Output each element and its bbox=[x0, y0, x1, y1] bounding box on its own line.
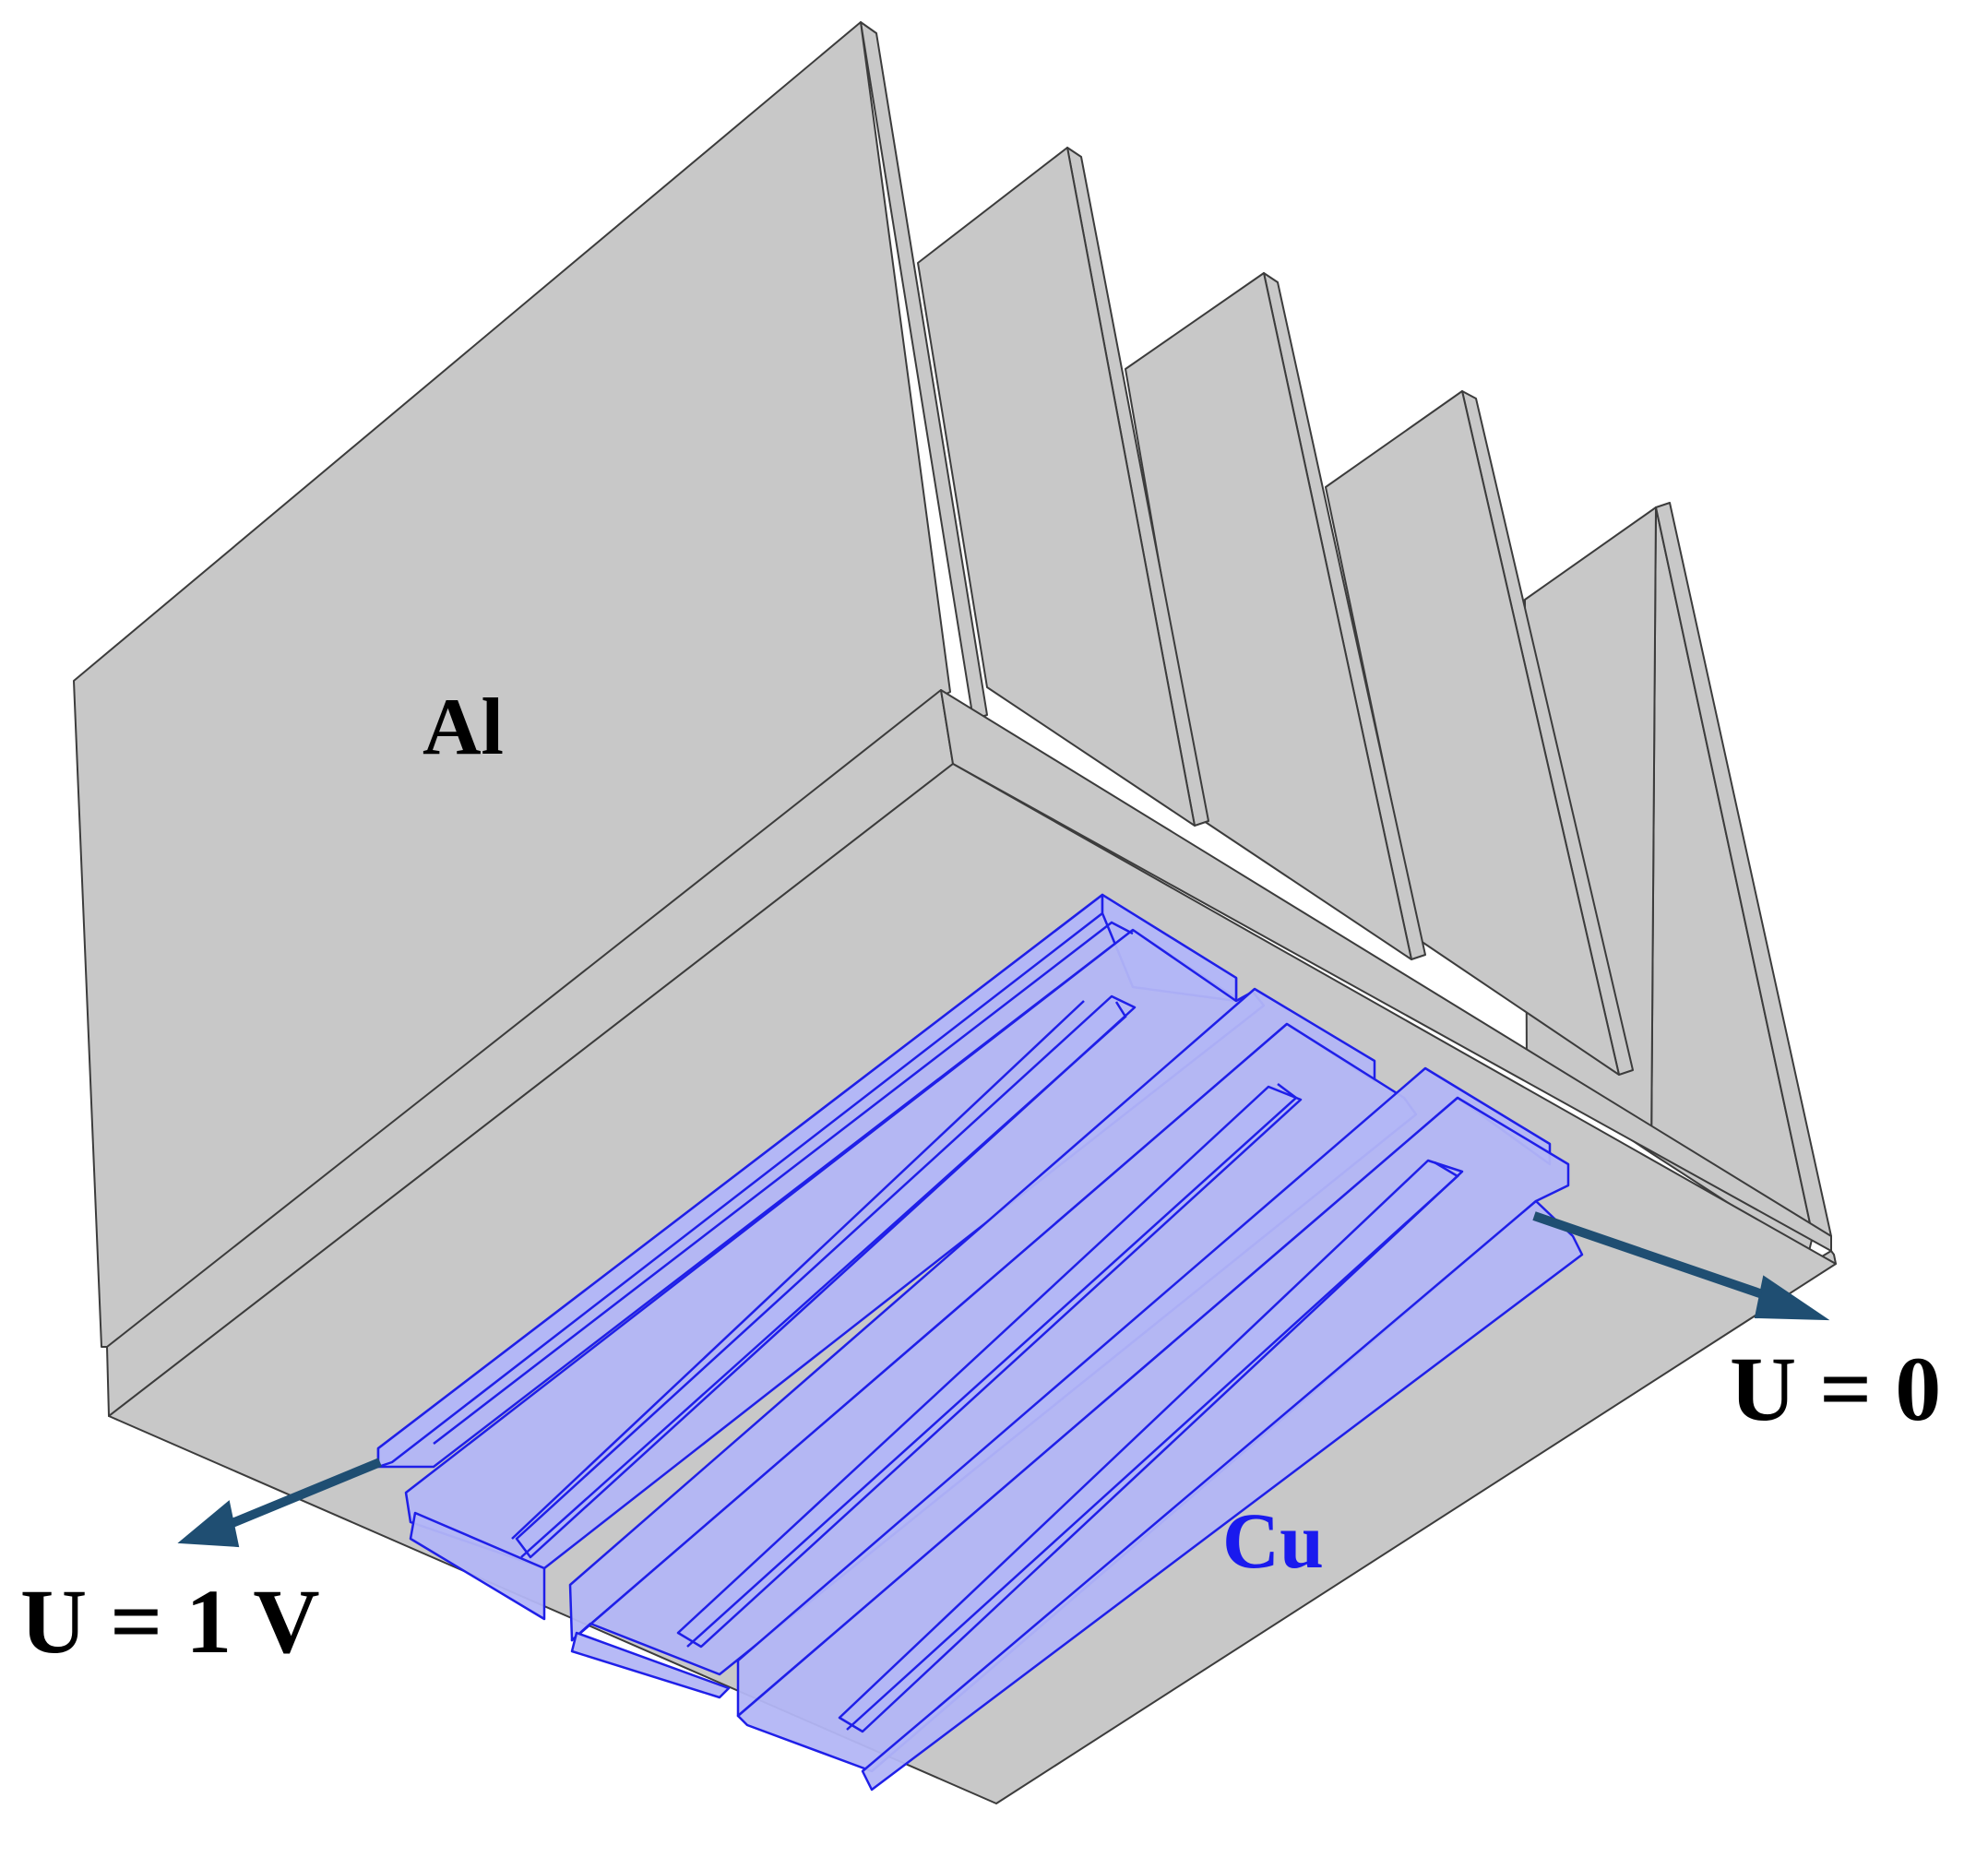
label-aluminum: Al bbox=[423, 683, 504, 772]
arrow-left-head bbox=[177, 1500, 240, 1548]
copper-coil bbox=[376, 893, 1584, 1792]
arrow-left-shaft bbox=[210, 1458, 382, 1536]
arrow-right-shaft bbox=[1532, 1211, 1778, 1304]
label-ground-potential: U = 0 bbox=[1730, 1338, 1942, 1440]
coil-strip-b bbox=[515, 994, 1137, 1559]
coil-strip-g bbox=[570, 1631, 731, 1699]
fin-4 bbox=[1325, 390, 1634, 1076]
fin-2 bbox=[917, 147, 1209, 827]
coil-strip-j bbox=[838, 1159, 1464, 1733]
arrow-right-head bbox=[1754, 1275, 1830, 1321]
coil-strip-c bbox=[409, 1511, 546, 1621]
label-copper: Cu bbox=[1222, 1496, 1324, 1585]
label-applied-potential: U = 1 V bbox=[20, 1570, 320, 1673]
terminal-arrows bbox=[177, 1211, 1830, 1548]
coil-inner-lines bbox=[433, 921, 1460, 1731]
